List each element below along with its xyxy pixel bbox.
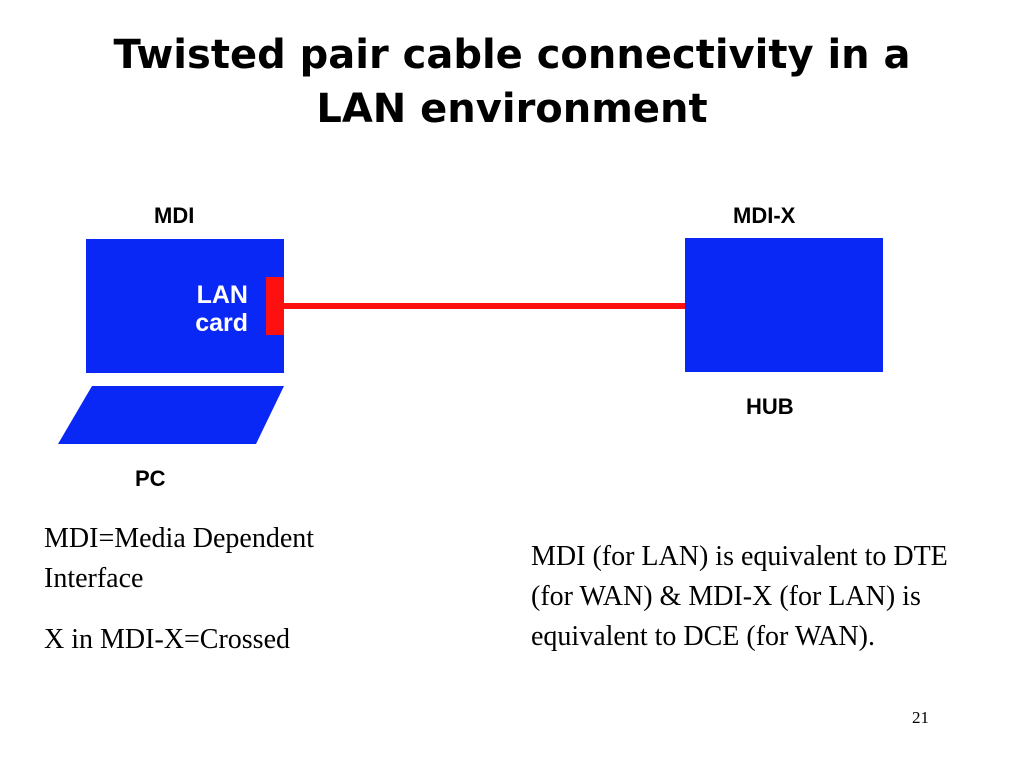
lan-card-port bbox=[266, 277, 284, 335]
equivalence-note: MDI (for LAN) is equivalent to DTE (for … bbox=[531, 541, 948, 652]
pc-keyboard bbox=[58, 386, 284, 444]
mdi-x-definition-text: X in MDI-X=Crossed bbox=[44, 624, 290, 655]
lan-card-label-line-2: card bbox=[195, 309, 248, 337]
slide-title: Twisted pair cable connectivity in a LAN… bbox=[0, 28, 1024, 136]
lan-card-label: LAN card bbox=[88, 281, 248, 337]
lan-card-label-line-1: LAN bbox=[196, 281, 248, 309]
mdi-definition-notes: MDI=Media Dependent Interface X in MDI-X… bbox=[44, 519, 404, 660]
pc-keyboard-shape bbox=[58, 386, 284, 444]
twisted-pair-cable bbox=[284, 303, 686, 309]
slide-title-line-1: Twisted pair cable connectivity in a bbox=[113, 32, 911, 78]
hub-caption: HUB bbox=[746, 394, 794, 419]
page-number: 21 bbox=[912, 708, 929, 727]
mdi-definition-text: MDI=Media Dependent Interface bbox=[44, 523, 315, 594]
pc-mdi-label: MDI bbox=[154, 203, 195, 228]
hub-mdi-x-label: MDI-X bbox=[733, 203, 796, 228]
pc-monitor bbox=[86, 239, 284, 373]
hub-device bbox=[685, 238, 883, 372]
slide-title-line-2: LAN environment bbox=[316, 86, 708, 132]
pc-caption: PC bbox=[135, 466, 166, 491]
